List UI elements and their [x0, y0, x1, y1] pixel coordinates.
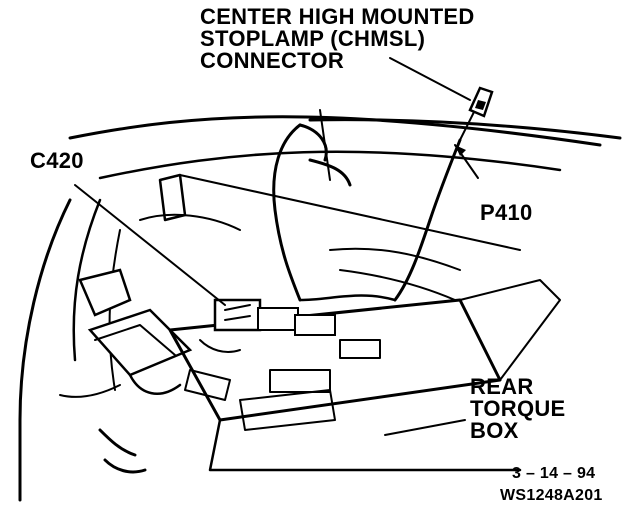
- chmsl-wiring-harness: [272, 109, 476, 302]
- c420-label: C420: [30, 148, 84, 173]
- rear-torque-box-line-1: REAR: [470, 374, 534, 399]
- c420-connector: [199, 298, 336, 353]
- chmsl-label-line-1: CENTER HIGH MOUNTED: [200, 4, 475, 29]
- chmsl-connector-label: CENTER HIGH MOUNTED STOPLAMP (CHMSL) CON…: [200, 6, 475, 72]
- chmsl-label-line-3: CONNECTOR: [200, 48, 345, 73]
- rear-torque-box-label: REAR TORQUE BOX: [470, 376, 566, 442]
- rear-torque-box: [168, 247, 561, 472]
- rear-torque-box-line-3: BOX: [470, 418, 519, 443]
- leader-lines: [74, 57, 479, 436]
- quarter-panel: [18, 173, 241, 502]
- date-stamp: 3 – 14 – 94: [512, 465, 596, 482]
- figure-id: WS1248A201: [500, 487, 603, 504]
- left-bracket-assembly: [59, 268, 193, 474]
- rear-torque-box-line-2: TORQUE: [470, 396, 566, 421]
- p410-label: P410: [480, 200, 533, 225]
- chmsl-label-line-2: STOPLAMP (CHMSL): [200, 26, 426, 51]
- rear-window-edge: [68, 109, 622, 251]
- chmsl-connector-plug: [468, 86, 494, 118]
